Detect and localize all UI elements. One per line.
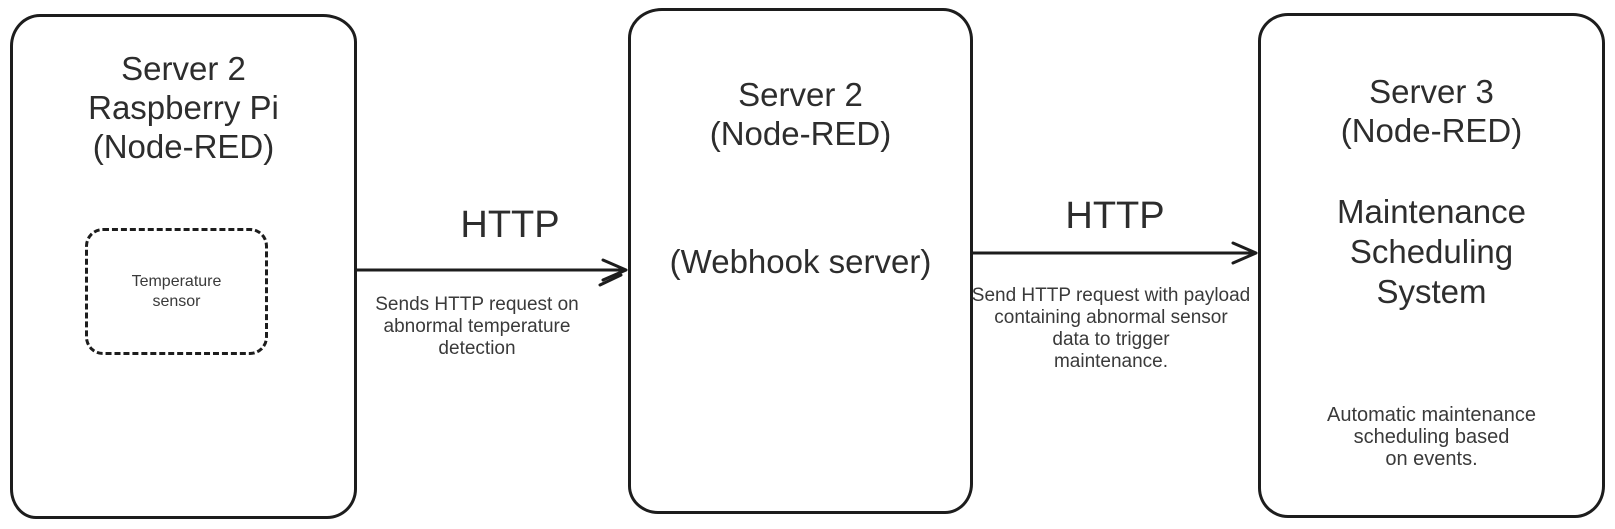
arrow-left-to-middle xyxy=(355,258,628,287)
http-protocol-label-1: HTTP xyxy=(460,204,560,246)
node-note: Automatic maintenance scheduling based o… xyxy=(1326,404,1536,470)
temperature-sensor-label: Temperature sensor xyxy=(131,272,222,310)
temperature-sensor-box: Temperature sensor xyxy=(85,228,268,355)
node-subtitle: (Webhook server) xyxy=(669,243,932,280)
edge-description-2: Send HTTP request with payload containin… xyxy=(971,285,1251,372)
node-webhook-server: Server 2 (Node-RED) (Webhook server) xyxy=(628,8,973,514)
arrow-middle-to-right xyxy=(971,241,1258,265)
node-title: Server 2 (Node-RED) xyxy=(709,76,892,152)
node-subtitle: Maintenance Scheduling System xyxy=(1337,193,1526,310)
edge-description-1: Sends HTTP request on abnormal temperatu… xyxy=(375,294,579,359)
node-maintenance-scheduling-system: Server 3 (Node-RED) Maintenance Scheduli… xyxy=(1258,13,1605,518)
node-server2-raspberry-pi: Server 2 Raspberry Pi (Node-RED) Tempera… xyxy=(10,14,357,519)
node-title: Server 2 Raspberry Pi (Node-RED) xyxy=(88,50,279,165)
http-protocol-label-2: HTTP xyxy=(1065,195,1165,237)
node-title: Server 3 (Node-RED) xyxy=(1340,73,1523,149)
